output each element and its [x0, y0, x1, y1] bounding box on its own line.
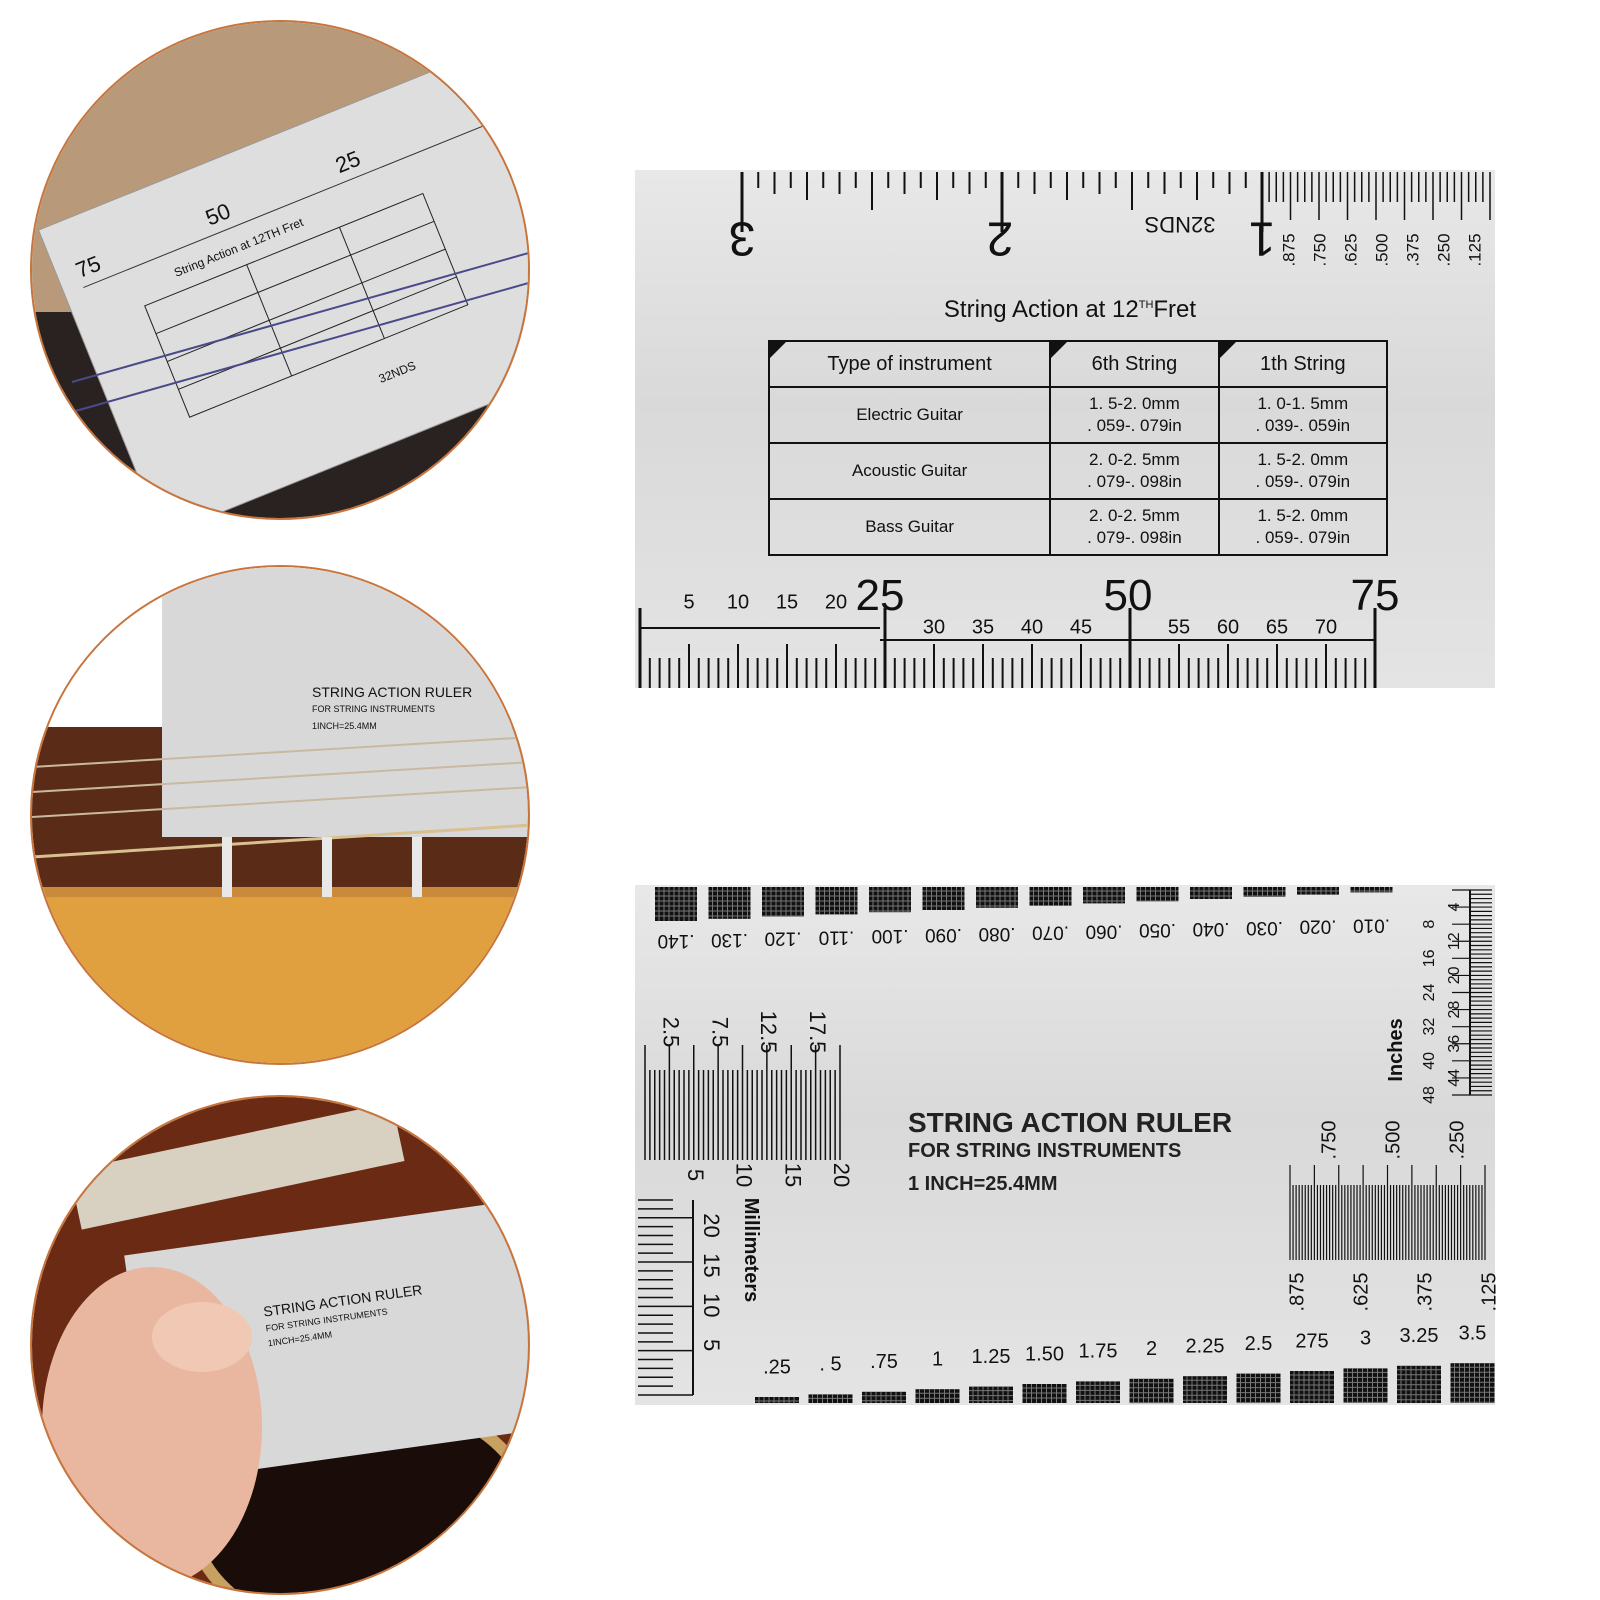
title-suffix: Fret — [1153, 296, 1197, 323]
photo2-subtitle: FOR STRING INSTRUMENTS — [312, 704, 435, 714]
table-row: Bass Guitar 2. 0-2. 5mm. 079-. 098in 1. … — [767, 498, 1389, 556]
bottom-ruler-plate — [635, 885, 1495, 1405]
sixth-cell: 1. 5-2. 0mm. 059-. 079in — [1049, 386, 1220, 444]
instrument-cell: Electric Guitar — [767, 386, 1052, 444]
first-cell: 1. 0-1. 5mm. 039-. 059in — [1217, 386, 1389, 444]
photo-ruler-on-fretboard-1: 75 50 25 String Action at 12TH Fret 32ND… — [30, 20, 530, 520]
header-1th-string: 1th String — [1217, 340, 1389, 388]
string-action-table: Type of instrument 6th String 1th String… — [767, 340, 1389, 556]
instrument-cell: Acoustic Guitar — [767, 442, 1052, 500]
sixth-cell: 2. 0-2. 5mm. 079-. 098in — [1049, 498, 1220, 556]
photo-ruler-in-hand: STRING ACTION RULER FOR STRING INSTRUMEN… — [30, 1095, 530, 1595]
instrument-cell: Bass Guitar — [767, 498, 1052, 556]
photo-ruler-on-fretboard-2: STRING ACTION RULER FOR STRING INSTRUMEN… — [30, 565, 530, 1065]
header-instrument: Type of instrument — [767, 340, 1052, 388]
photo2-scene: STRING ACTION RULER FOR STRING INSTRUMEN… — [32, 567, 528, 1063]
title-sup: TH — [1138, 299, 1154, 311]
title-prefix: String Action at 12 — [943, 296, 1139, 323]
photo2-title: STRING ACTION RULER — [312, 684, 472, 700]
top-table-title: String Action at 12THFret — [770, 296, 1370, 324]
first-cell: 1. 5-2. 0mm. 059-. 079in — [1217, 442, 1389, 500]
first-cell: 1. 5-2. 0mm. 059-. 079in — [1217, 498, 1389, 556]
table-header-row: Type of instrument 6th String 1th String — [767, 340, 1389, 388]
photo3-scene: STRING ACTION RULER FOR STRING INSTRUMEN… — [32, 1097, 528, 1593]
header-6th-string: 6th String — [1049, 340, 1220, 388]
photo1-scene: 75 50 25 String Action at 12TH Fret 32ND… — [32, 22, 528, 518]
sixth-cell: 2. 0-2. 5mm. 079-. 098in — [1049, 442, 1220, 500]
table-row: Acoustic Guitar 2. 0-2. 5mm. 079-. 098in… — [767, 442, 1389, 500]
table-row: Electric Guitar 1. 5-2. 0mm. 059-. 079in… — [767, 386, 1389, 444]
photo2-conversion: 1INCH=25.4MM — [312, 721, 377, 731]
